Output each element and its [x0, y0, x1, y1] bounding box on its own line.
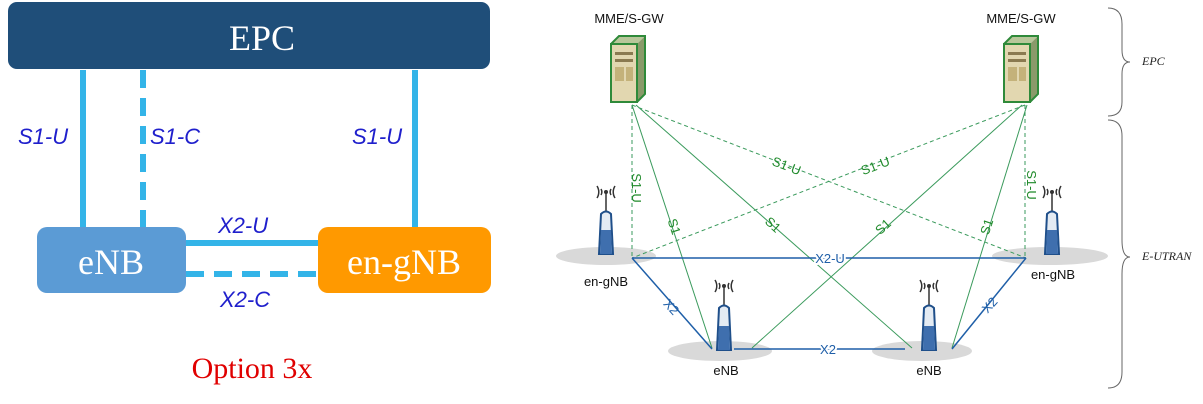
s1u-diag-left-label: S1-U [770, 153, 803, 178]
epc-label: EPC [229, 18, 295, 58]
s1u-vert-right-label: S1-U [1024, 170, 1039, 200]
epc-brace [1107, 7, 1131, 117]
enb-left-label: eNB [713, 363, 738, 378]
s1u-right-label: S1-U [352, 124, 402, 149]
enb-label: eNB [78, 242, 144, 282]
s1u-left-label: S1-U [18, 124, 68, 149]
s1u-vert-left-label: S1-U [629, 173, 644, 203]
x2c-label: X2-C [219, 287, 270, 312]
eutran-brace [1107, 119, 1131, 389]
s1u-diag-right-label: S1-U [859, 153, 892, 178]
eutran-diagram: MME/S-GW MME/S-GW en-gNB en-gNB eNB eNB … [556, 7, 1192, 389]
x2-bottom-label: X2 [820, 342, 836, 357]
engnb-right-ground [992, 247, 1108, 265]
s1-link-d [951, 104, 1028, 349]
s1-link-b [635, 104, 913, 349]
engnb-left-ground [556, 247, 656, 265]
antenna-icon [1042, 185, 1062, 255]
antenna-icon [714, 279, 734, 351]
antenna-icon [919, 279, 939, 351]
x2u-right-label: X2-U [815, 251, 845, 266]
option-3x-diagram: EPC eNB en-gNB S1-U S1-C S1-U X2-U X2-C … [8, 2, 491, 385]
s1-d-label: S1 [977, 217, 996, 237]
server-icon [610, 35, 646, 103]
mme-right-label: MME/S-GW [986, 11, 1056, 26]
engnb-left-label: en-gNB [584, 274, 628, 289]
engnb-right-label: en-gNB [1031, 267, 1075, 282]
epc-brace-label: EPC [1141, 54, 1166, 68]
x2-link-left [631, 257, 713, 350]
option-caption: Option 3x [192, 352, 313, 385]
engnb-label: en-gNB [347, 242, 461, 282]
s1-c-label: S1 [872, 216, 894, 238]
engnb-box [318, 227, 491, 293]
s1-a-label: S1 [665, 217, 684, 237]
x2u-label: X2-U [217, 213, 268, 238]
epc-box [8, 2, 490, 69]
mme-left-label: MME/S-GW [594, 11, 664, 26]
x2-link-right [951, 257, 1027, 350]
enb-right-label: eNB [916, 363, 941, 378]
s1u-diag-right-link [631, 104, 1026, 259]
s1-link-a [631, 104, 713, 349]
antenna-icon [596, 185, 616, 255]
x2-left-label: X2 [660, 296, 682, 318]
server-icon [1003, 35, 1039, 103]
eutran-brace-label: E-UTRAN [1141, 249, 1192, 263]
s1c-label: S1-C [150, 124, 200, 149]
enb-box [37, 227, 186, 293]
s1-link-c [751, 104, 1023, 349]
